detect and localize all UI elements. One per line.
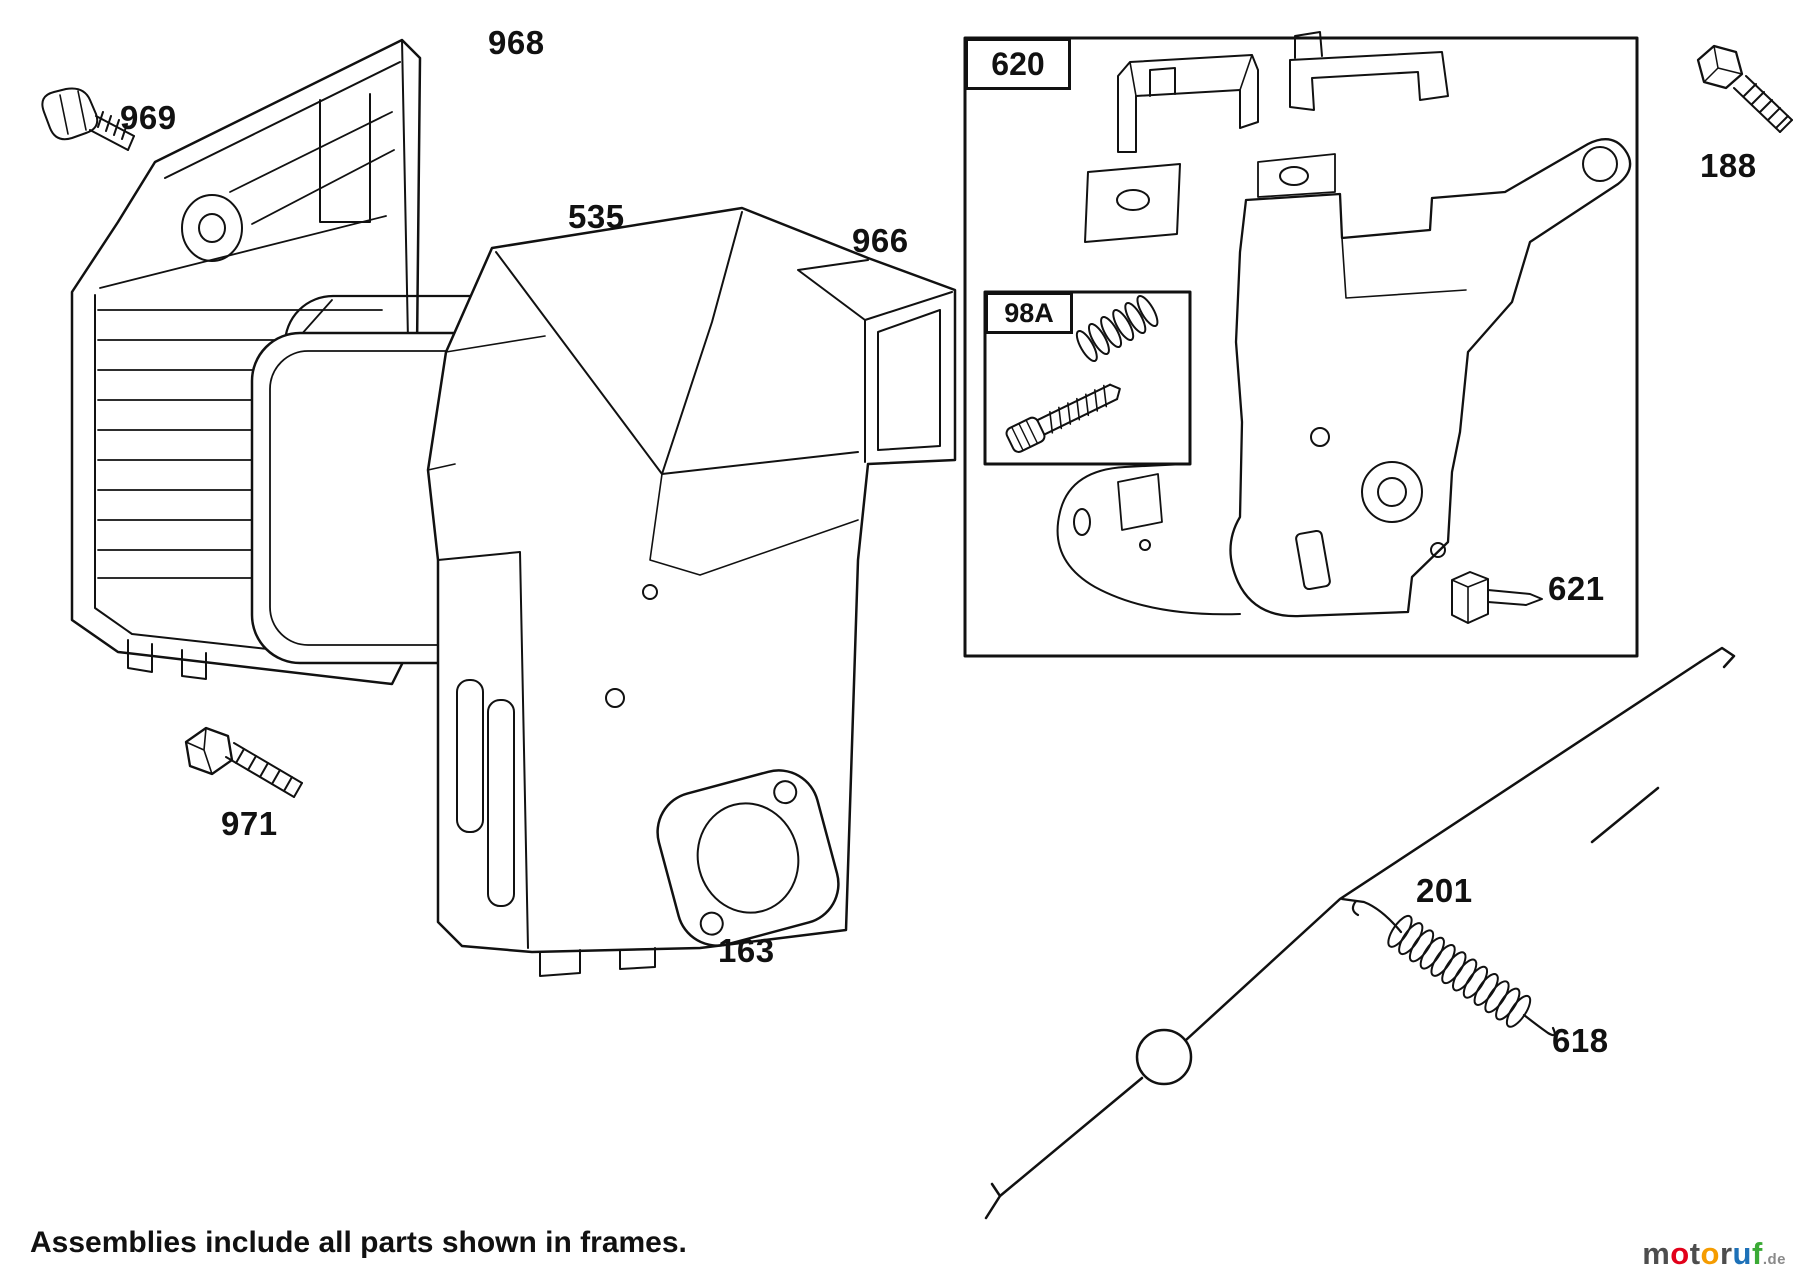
watermark-letter: o (1700, 1236, 1720, 1271)
watermark-letter: .de (1762, 1251, 1786, 1268)
watermark-letter: f (1751, 1236, 1763, 1271)
part-label-201: 201 (1416, 872, 1473, 909)
part-label-188: 188 (1700, 147, 1757, 184)
frame-label-98A: 98A (985, 292, 1073, 334)
frame-label-620-text: 620 (991, 45, 1045, 82)
assembly-frame-620 (963, 36, 1639, 658)
part-label-969: 969 (120, 99, 177, 136)
bolt-drawing (184, 726, 303, 798)
part-label-971: 971 (221, 805, 278, 842)
watermark-letter: t (1689, 1236, 1701, 1271)
idle-screw-spring-drawing (1005, 294, 1159, 453)
blower-housing-drawing (426, 206, 957, 977)
part-label-968: 968 (488, 24, 545, 61)
clip-drawing (1451, 571, 1543, 624)
part-label-163: 163 (718, 932, 775, 969)
bracket-assembly-drawing (1056, 31, 1632, 618)
watermark-letter: o (1670, 1236, 1690, 1271)
frame-label-620: 620 (965, 38, 1071, 90)
watermark-letter: r (1719, 1236, 1733, 1271)
knob-screw-drawing (41, 87, 135, 151)
watermark-letter: m (1642, 1236, 1671, 1271)
governor-spring-drawing (1340, 786, 1660, 1037)
control-rod-drawing (984, 646, 1736, 1220)
screw-drawing (1696, 44, 1793, 133)
assemblies-note: Assemblies include all parts shown in fr… (30, 1226, 687, 1259)
part-label-621: 621 (1548, 570, 1605, 607)
frame-label-98A-text: 98A (1004, 297, 1054, 328)
watermark-letter: u (1732, 1236, 1752, 1271)
part-label-966: 966 (852, 222, 909, 259)
part-label-618: 618 (1552, 1022, 1609, 1059)
gasket-drawing (656, 769, 840, 947)
part-label-535: 535 (568, 198, 625, 235)
